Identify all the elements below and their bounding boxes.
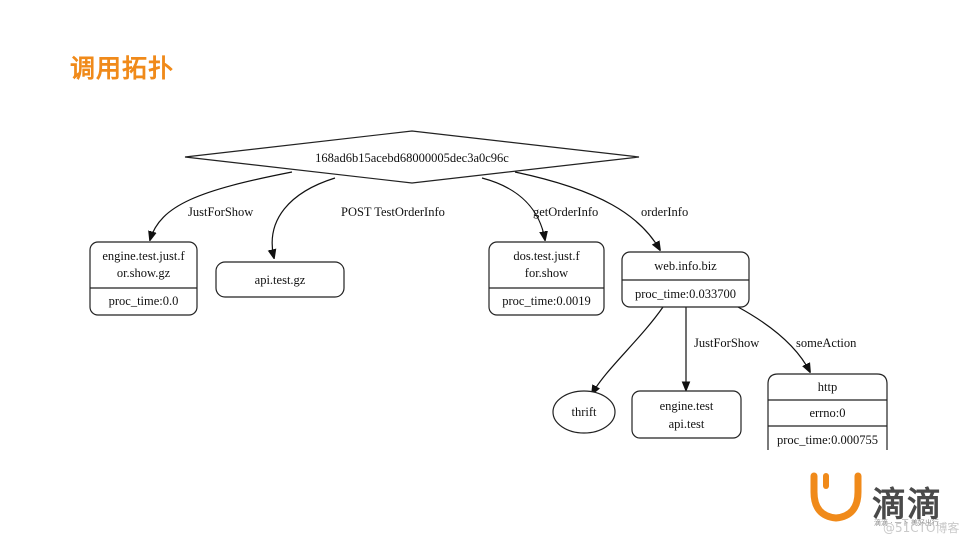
edge-root-api [272, 177, 336, 258]
node-web-info-biz: web.info.biz proc_time:0.033700 [621, 251, 750, 308]
root-trace-node [184, 130, 640, 184]
didi-logo-icon [810, 472, 862, 522]
edge-label-orderinfo: orderInfo [641, 205, 688, 219]
edge-web-thrift [592, 306, 664, 394]
node-dos-show: dos.test.just.f for.show proc_time:0.001… [488, 241, 605, 316]
edge-root-engine [150, 171, 293, 240]
node-thrift: thrift [552, 390, 616, 434]
edge-label-getorderinfo: getOrderInfo [533, 205, 598, 219]
slide-title: 调用拓扑 [70, 54, 175, 83]
node-api-gz: api.test.gz [215, 261, 345, 298]
node-engine-show-gz-proc-time: proc_time:0.0 [109, 294, 179, 308]
node-dos-show-line1: dos.test.just.f [513, 249, 580, 263]
node-dos-show-proc-time: proc_time:0.0019 [502, 294, 591, 308]
node-web-info-biz-label: web.info.biz [654, 259, 717, 273]
edge-label-someaction: someAction [796, 336, 857, 350]
edge-label-justforshow: JustForShow [188, 205, 253, 219]
node-http-proc-time: proc_time:0.000755 [777, 433, 878, 447]
node-engine-show-gz-line1: engine.test.just.f [102, 249, 185, 263]
root-trace-id: 168ad6b15acebd68000005dec3a0c96c [315, 151, 509, 165]
node-engine-api-test-line2: api.test [669, 417, 705, 431]
node-thrift-label: thrift [572, 405, 598, 419]
node-engine-api-test: engine.test api.test [631, 390, 742, 439]
edge-label-post-testorderinfo: POST TestOrderInfo [341, 205, 445, 219]
edge-root-web [514, 171, 660, 250]
edge-root-dos [481, 177, 545, 240]
brand-name: 滴滴 [872, 485, 942, 525]
node-web-info-biz-proc-time: proc_time:0.033700 [635, 287, 736, 301]
node-http-errno: errno:0 [809, 406, 845, 420]
node-engine-show-gz: engine.test.just.f or.show.gz proc_time:… [89, 241, 198, 316]
edge-label-justforshow-2: JustForShow [694, 336, 759, 350]
node-dos-show-line2: for.show [525, 266, 568, 280]
brand-slogan: 滴滴 · 一下 美好出行 [874, 519, 939, 527]
node-http-label: http [818, 380, 837, 394]
watermark: @51CTO博客 [883, 521, 960, 535]
node-http: http errno:0 proc_time:0.000755 [767, 373, 888, 450]
node-engine-api-test-line1: engine.test [660, 399, 714, 413]
node-api-gz-label: api.test.gz [255, 273, 306, 287]
edge-web-http [737, 306, 810, 372]
node-engine-show-gz-line2: or.show.gz [117, 266, 171, 280]
